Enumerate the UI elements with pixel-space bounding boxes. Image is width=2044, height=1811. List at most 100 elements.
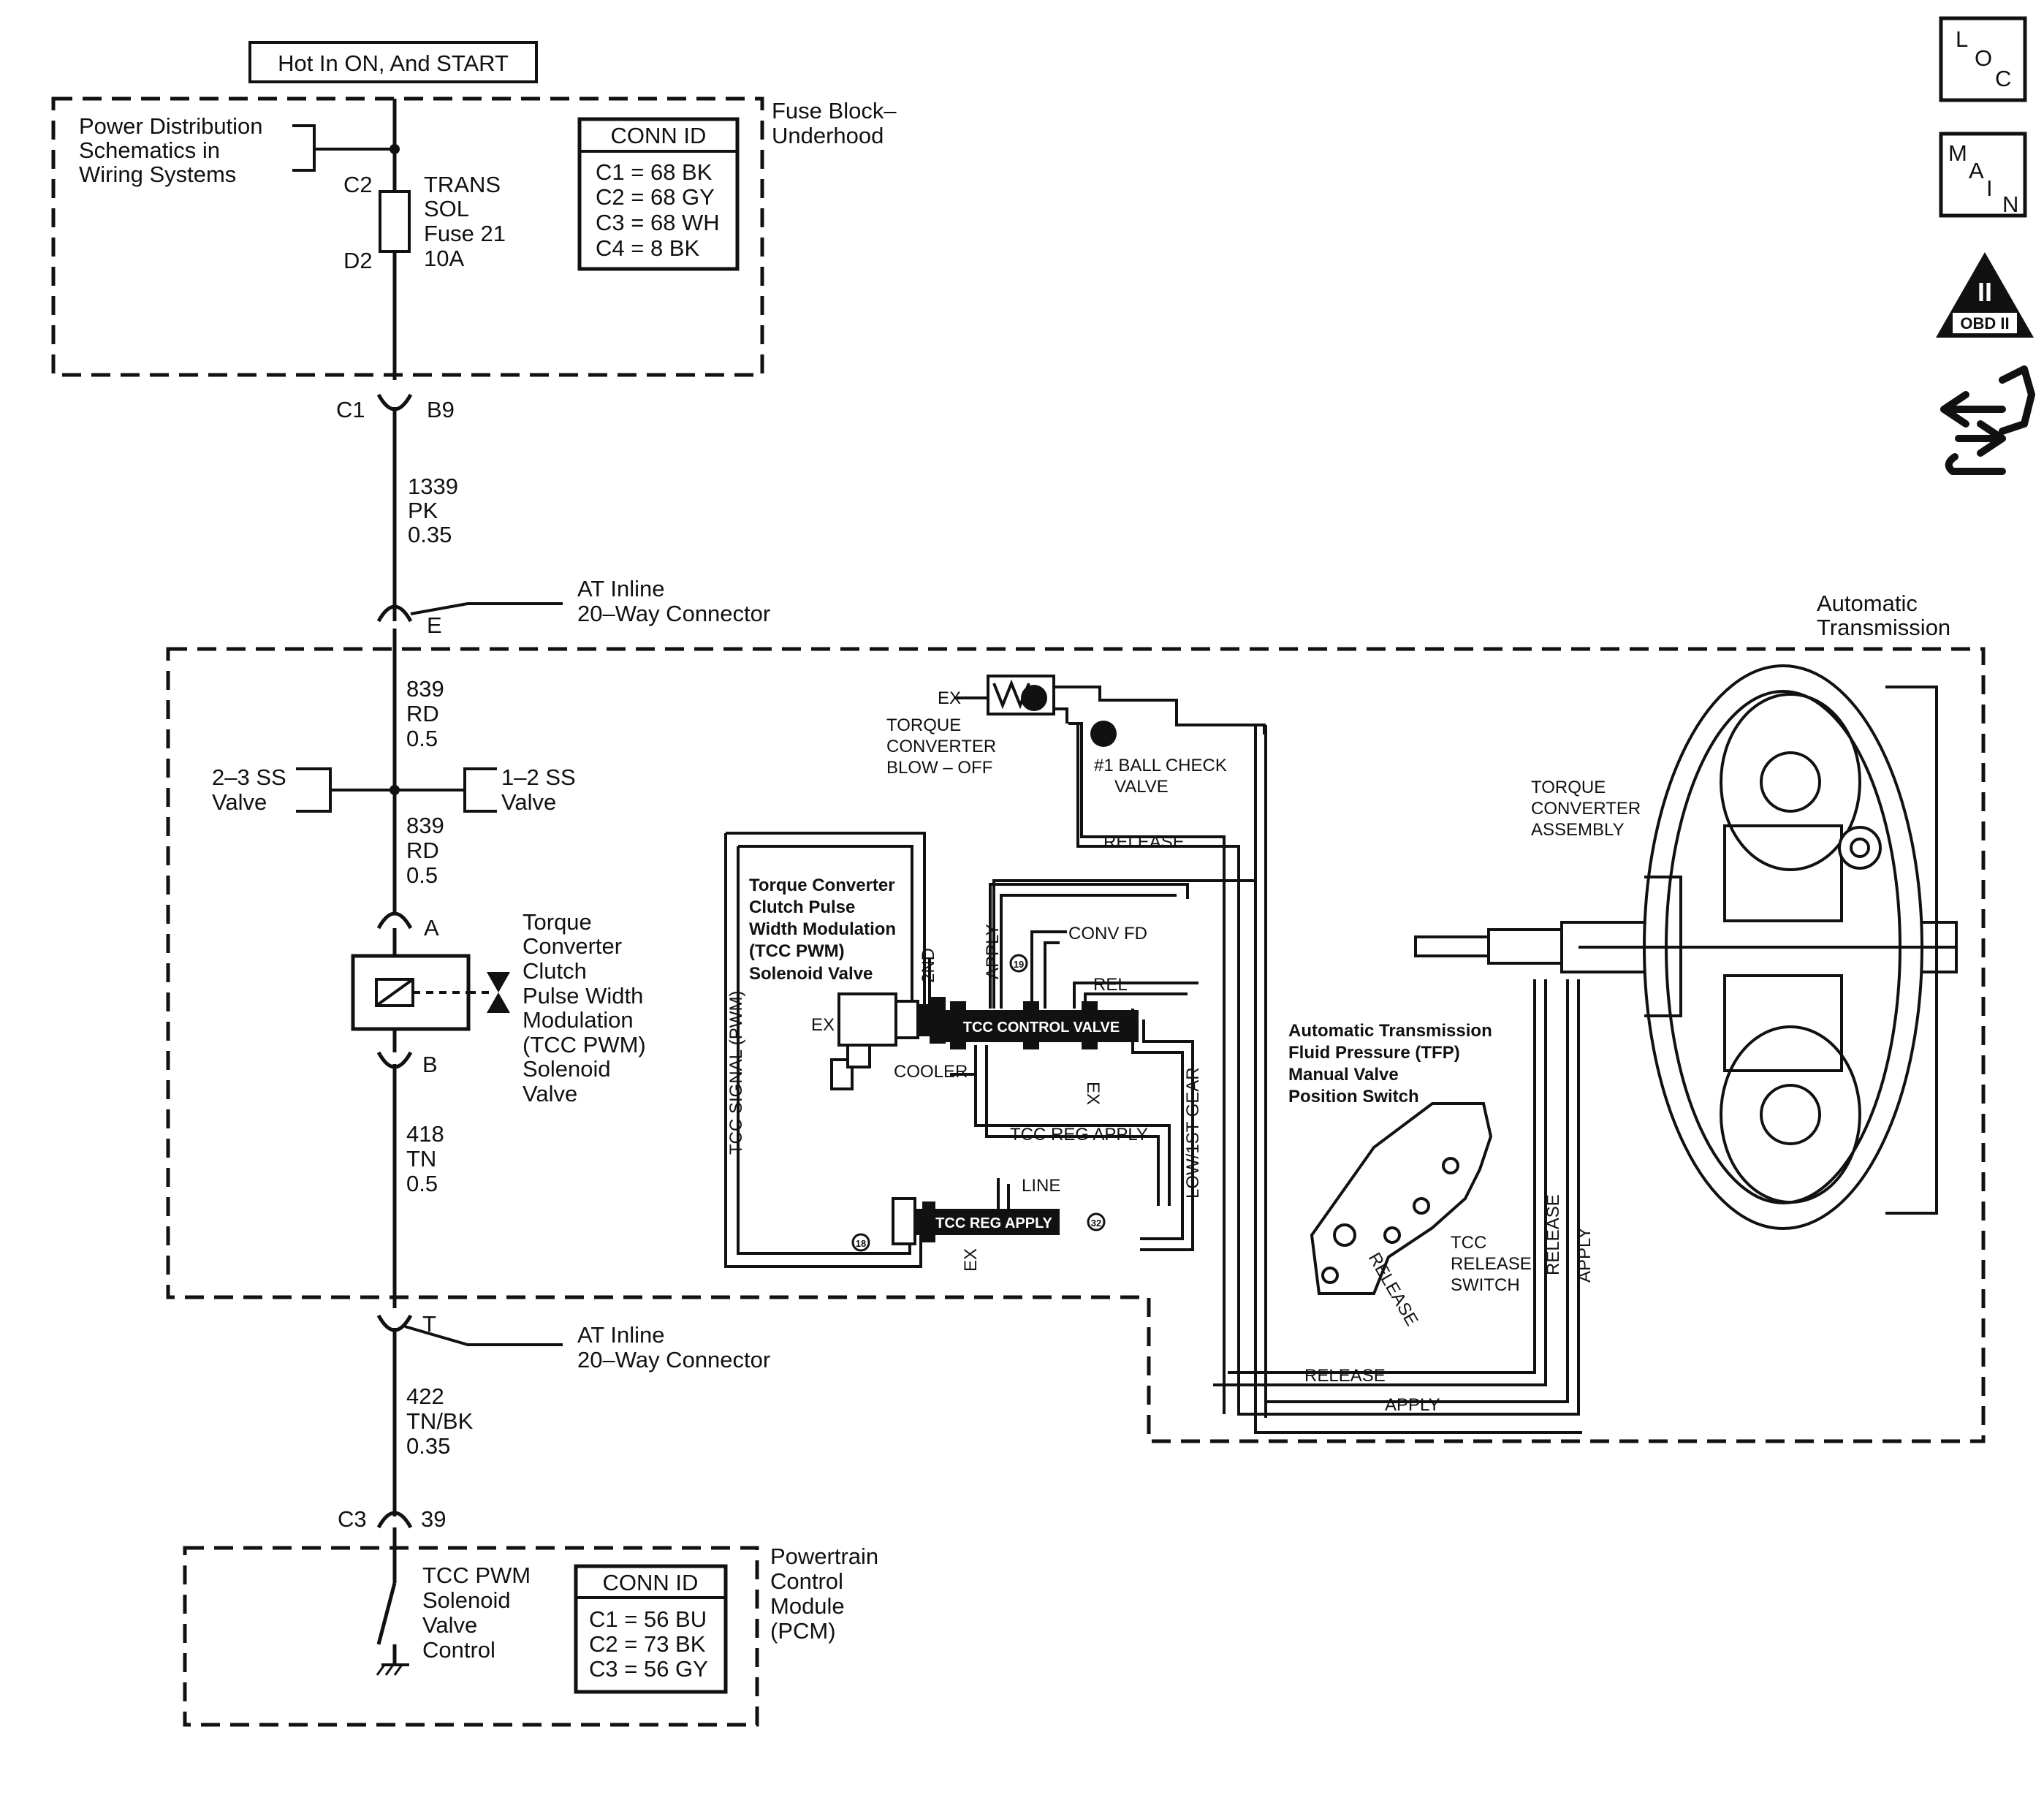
pin-39: 39 (421, 1506, 446, 1532)
tfp-switch-title: Automatic Transmission Fluid Pressure (T… (1288, 1021, 1492, 1106)
blowoff-ex-label: EX (938, 688, 961, 708)
svg-text:C4 = 8 BK: C4 = 8 BK (596, 235, 699, 261)
tcc-pwm-solenoid-body (830, 992, 946, 1090)
apply-label-vertical-right: APPLY (1575, 1227, 1595, 1283)
svg-text:20–Way Connector: 20–Way Connector (577, 1347, 770, 1373)
tcc-reg-apply-valve: TCC REG APPLY (892, 1197, 1060, 1245)
svg-text:Fuse 21: Fuse 21 (424, 221, 506, 246)
svg-text:C1 = 56 BU: C1 = 56 BU (589, 1606, 707, 1632)
svg-text:#1 BALL CHECK: #1 BALL CHECK (1094, 756, 1227, 775)
conv-fd-label: CONV FD (1068, 924, 1147, 944)
svg-text:418: 418 (406, 1121, 444, 1147)
pin-b9: B9 (427, 397, 455, 422)
svg-text:Manual Valve: Manual Valve (1288, 1065, 1399, 1085)
wire-418-label: 418 TN 0.5 (406, 1121, 444, 1196)
pcm-label: Powertrain Control Module (PCM) (770, 1544, 878, 1644)
torque-converter-label: TORQUE CONVERTER ASSEMBLY (1531, 778, 1641, 840)
svg-text:I: I (1986, 175, 1993, 201)
tcc-release-switch-label: TCC RELEASE SWITCH (1451, 1233, 1532, 1295)
tcc-pwm-title: Torque Converter Clutch Pulse Width Modu… (749, 876, 896, 984)
svg-text:VALVE: VALVE (1114, 777, 1169, 797)
fuse-block-label: Fuse Block– Underhood (772, 98, 897, 148)
svg-text:RD: RD (406, 701, 439, 726)
main-button[interactable]: M A I N (1939, 132, 2027, 218)
wire-422-label: 422 TN/BK 0.35 (406, 1383, 474, 1459)
svg-text:Control: Control (422, 1637, 495, 1663)
cooler-label: COOLER (894, 1062, 968, 1082)
svg-text:0.35: 0.35 (408, 522, 452, 547)
svg-text:Valve: Valve (422, 1612, 477, 1638)
svg-text:Pulse Width: Pulse Width (523, 983, 643, 1009)
obd-ii-button[interactable]: II OBD II (1936, 252, 2034, 338)
pin-b: B (422, 1052, 438, 1077)
ss-23-valve-label: 2–3 SS Valve (212, 764, 286, 815)
svg-text:TCC REG APPLY: TCC REG APPLY (935, 1215, 1052, 1231)
svg-text:Solenoid Valve: Solenoid Valve (749, 964, 873, 984)
svg-text:AT Inline: AT Inline (577, 576, 664, 601)
svg-text:TORQUE: TORQUE (1531, 778, 1606, 797)
svg-text:SOL: SOL (424, 196, 469, 221)
svg-text:Control: Control (770, 1568, 843, 1594)
svg-text:Clutch: Clutch (523, 958, 587, 984)
svg-text:Schematics in: Schematics in (79, 137, 220, 163)
control-valve-ex-label: EX (1083, 1082, 1103, 1105)
tcc-control-valve: TCC CONTROL VALVE (944, 1001, 1139, 1049)
svg-text:AT Inline: AT Inline (577, 1322, 664, 1348)
svg-text:N: N (2002, 191, 2018, 217)
pcm-switch-symbol (376, 1527, 409, 1676)
ball-check-label: #1 BALL CHECK VALVE (1094, 756, 1227, 797)
svg-text:Valve: Valve (523, 1081, 577, 1106)
tcc-pwm-solenoid-symbol (351, 928, 510, 1052)
svg-text:CONN ID: CONN ID (611, 123, 707, 148)
power-distribution-bracket (292, 124, 395, 172)
pin-c3: C3 (338, 1506, 367, 1532)
svg-text:Torque: Torque (523, 909, 592, 935)
pin-t: T (422, 1311, 436, 1337)
svg-text:II: II (1977, 277, 1992, 307)
automatic-transmission-box (166, 647, 1986, 1443)
svg-text:Solenoid: Solenoid (422, 1587, 511, 1613)
diagnostic-tool-icon[interactable] (1940, 365, 2035, 475)
svg-text:TCC: TCC (1451, 1233, 1486, 1253)
svg-text:O: O (1975, 45, 1992, 71)
svg-text:PK: PK (408, 498, 438, 523)
wire-1339-label: 1339 PK 0.35 (408, 474, 458, 547)
svg-text:Powertrain: Powertrain (770, 1544, 878, 1569)
release-label-top: RELEASE (1103, 832, 1185, 852)
loc-button[interactable]: L O C (1939, 16, 2027, 102)
pin-e: E (427, 612, 442, 638)
hydraulic-circuit (724, 675, 1582, 1434)
svg-text:A: A (1969, 158, 1984, 183)
svg-text:M: M (1948, 140, 1967, 166)
ss-23-bracket (296, 767, 395, 813)
svg-text:TCC CONTROL VALVE: TCC CONTROL VALVE (963, 1020, 1120, 1036)
orifice-18 (851, 1233, 870, 1252)
svg-text:Automatic: Automatic (1817, 591, 1918, 616)
svg-text:OBD II: OBD II (1960, 314, 2009, 333)
svg-text:Underhood: Underhood (772, 123, 884, 148)
tcc-signal-label: TCC SIGNAL (PWM) (726, 991, 746, 1155)
svg-text:Power Distribution: Power Distribution (79, 113, 263, 139)
line-label: LINE (1022, 1176, 1060, 1196)
fuse-pin-d2: D2 (343, 248, 373, 273)
svg-text:CONVERTER: CONVERTER (1531, 799, 1641, 819)
svg-text:Position Switch: Position Switch (1288, 1087, 1419, 1106)
orifice-32 (1087, 1212, 1106, 1231)
svg-text:BLOW – OFF: BLOW – OFF (886, 758, 992, 778)
svg-text:C1 = 68 BK: C1 = 68 BK (596, 159, 713, 185)
power-distribution-label: Power Distribution Schematics in Wiring … (79, 113, 263, 187)
pcm-conn-id-table: CONN ID C1 = 56 BU C2 = 73 BK C3 = 56 GY (574, 1564, 728, 1694)
svg-text:SWITCH: SWITCH (1451, 1275, 1520, 1295)
svg-text:1–2 SS: 1–2 SS (501, 764, 576, 790)
svg-text:C2 = 68 GY: C2 = 68 GY (596, 184, 715, 210)
svg-text:(TCC PWM): (TCC PWM) (523, 1032, 646, 1058)
at-inline-connector-top-label: AT Inline 20–Way Connector (577, 576, 770, 626)
second-gear-label: 2ND (919, 948, 938, 983)
svg-text:Width Modulation: Width Modulation (749, 919, 896, 939)
svg-text:Fluid Pressure (TFP): Fluid Pressure (TFP) (1288, 1043, 1460, 1063)
ball-check-valve (1090, 721, 1117, 747)
svg-text:839: 839 (406, 813, 444, 838)
svg-text:Wiring Systems: Wiring Systems (79, 162, 236, 187)
svg-text:L: L (1956, 26, 1968, 52)
pin-a: A (424, 915, 439, 941)
